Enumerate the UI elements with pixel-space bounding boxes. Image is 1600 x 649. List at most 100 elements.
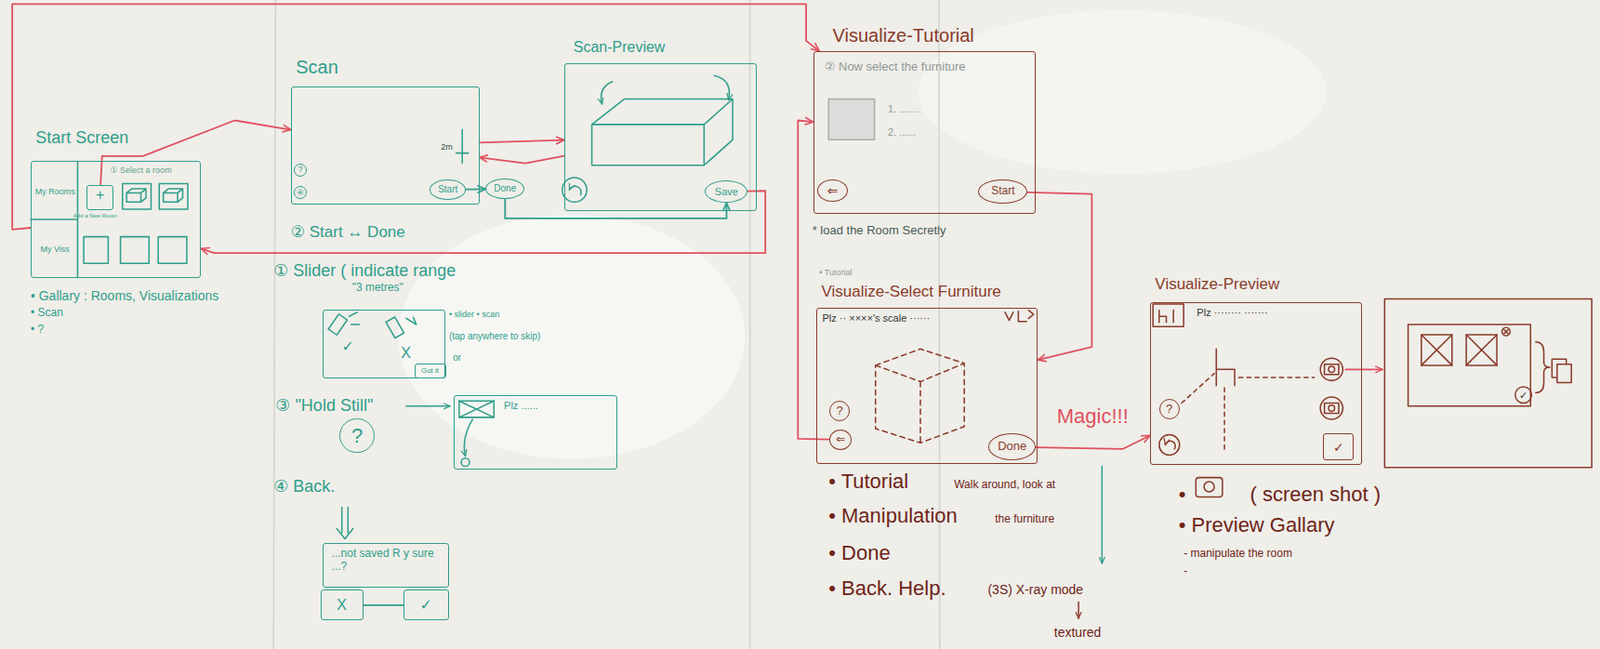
node-subtext: X [400, 344, 411, 362]
add-room-button: +Add a New Room [86, 185, 114, 211]
screen-frame: Scan-PreviewSave [564, 63, 757, 212]
sketch-path [1164, 440, 1176, 450]
handwritten-note: • Done [828, 541, 890, 565]
node-text: Start [991, 185, 1015, 199]
dialog-button: ✓ [403, 589, 450, 621]
sketch-rect [328, 314, 347, 335]
flow-arrow [465, 187, 486, 190]
handwritten-note: ④ Back. [273, 476, 335, 497]
handwritten-note: - [1183, 565, 1188, 579]
back-button: ⇐ [817, 179, 848, 202]
sketch-path [568, 185, 582, 195]
dialog-box: ...not saved R y sure ...? [322, 542, 450, 588]
sketch-line [456, 152, 469, 155]
sketch-circle [562, 177, 587, 202]
flow-arrow [479, 156, 565, 164]
sketch-path [1159, 310, 1174, 323]
sketch-path [601, 81, 613, 105]
circle-button: ④ [293, 185, 307, 199]
handwritten-note: (3S) X-ray mode [987, 581, 1084, 597]
handwritten-note: ✓ [1519, 388, 1528, 401]
node-text: ? [351, 423, 363, 448]
sketch-path [348, 312, 359, 325]
handwritten-note: • ? [30, 323, 44, 337]
connectors [12, 3, 1151, 605]
node-text: ✓ [342, 338, 355, 356]
sketch-rect [83, 237, 108, 265]
got-it-button: Got it [414, 363, 447, 379]
visualize-sketches [828, 98, 1592, 619]
flow-arrow [363, 604, 404, 607]
node-text: Scan-Preview [573, 39, 666, 56]
screen-frame: Visualize-Select FurniturePlz ·· ××××'s … [816, 307, 1038, 464]
node-text: ⇐ [827, 183, 839, 199]
handwritten-note: • Preview Gallary [1178, 513, 1336, 537]
handwritten-note: 2m [440, 142, 453, 152]
handwritten-note: textured [1054, 624, 1102, 640]
sketch-rect [1152, 304, 1184, 327]
sketch-path [1004, 310, 1034, 322]
sketch-circle [1203, 481, 1215, 492]
flow-arrow [1035, 435, 1151, 449]
sketch-path [1101, 466, 1104, 564]
sketch-path [459, 400, 494, 418]
node-text: Plz ...... [503, 399, 539, 412]
node-subtext: Add a New Room [73, 212, 118, 220]
handwritten-note: ③ "Hold Still" [275, 396, 373, 416]
node-text: Save [714, 185, 739, 199]
handwritten-note: • Tutorial [819, 267, 852, 278]
sketch-rect [1408, 324, 1532, 407]
handwritten-note: • Gallary : Rooms, Visualizations [30, 288, 219, 304]
sketch-circle [1502, 327, 1511, 336]
sketch-circle [1320, 396, 1343, 420]
sketch-rect [122, 184, 152, 210]
sketch-path [592, 98, 733, 165]
handwritten-note: or [452, 352, 462, 364]
sketch-path [1535, 342, 1550, 394]
sketch-path [463, 419, 473, 457]
node-text: ⇐ [835, 433, 846, 447]
sketch-path [1077, 602, 1080, 620]
oval-button: Save [704, 180, 748, 203]
screen-frame: Visualize-PreviewPlz ········ ·······?✓ [1150, 302, 1362, 466]
node-text: Visualize-Preview [1154, 275, 1280, 294]
screen-frame: Visualize-Tutorial② Now select the furni… [813, 51, 1036, 215]
node-text: ? [298, 164, 304, 174]
sketch-path [1421, 334, 1453, 366]
screen-sketch: Plz ...... [453, 395, 618, 470]
sketch-path [163, 188, 184, 202]
sketch-circle [1320, 357, 1343, 381]
sketch-path [126, 188, 146, 202]
node-text: Got it [421, 366, 439, 375]
menu-cell: My Viss [31, 220, 79, 279]
sketch-line [749, 0, 752, 649]
handwritten-note: * load the Room Secretly [812, 224, 947, 239]
tutorial-sketch: ✓ X Got it [322, 309, 446, 380]
sketch-rect [1324, 403, 1339, 414]
glare [918, 10, 1327, 174]
sketch-rect [1557, 364, 1572, 384]
edge-label: Magic!!! [1054, 404, 1132, 428]
node-subtext: Plz ·· ××××'s scale ······ [822, 312, 931, 325]
sketch-path [406, 317, 417, 325]
node-text: Done [997, 439, 1027, 454]
handwritten-note: • Back. Help. [828, 576, 946, 600]
circle-button: ? [293, 163, 307, 177]
sketch-rect [158, 237, 187, 265]
handwritten-note: • slider • scan [449, 309, 500, 319]
sketch-path [714, 75, 729, 100]
board-seams [273, 0, 940, 649]
node-text: + [95, 186, 105, 204]
sketch-path [1181, 373, 1315, 450]
node-text: My Viss [39, 244, 69, 254]
oval-button: Done [485, 178, 525, 199]
sketch-rect [1324, 364, 1339, 375]
sketch-rect [1421, 334, 1453, 366]
sketch-circle [461, 458, 470, 467]
handwritten-note: - manipulate the room [1183, 547, 1293, 561]
screen-frame: Start ScreenMy RoomsMy Viss+Add a New Ro… [30, 160, 201, 278]
sketch-path [336, 506, 354, 539]
sketch-line [273, 0, 276, 649]
dialog-button: X [320, 589, 364, 621]
